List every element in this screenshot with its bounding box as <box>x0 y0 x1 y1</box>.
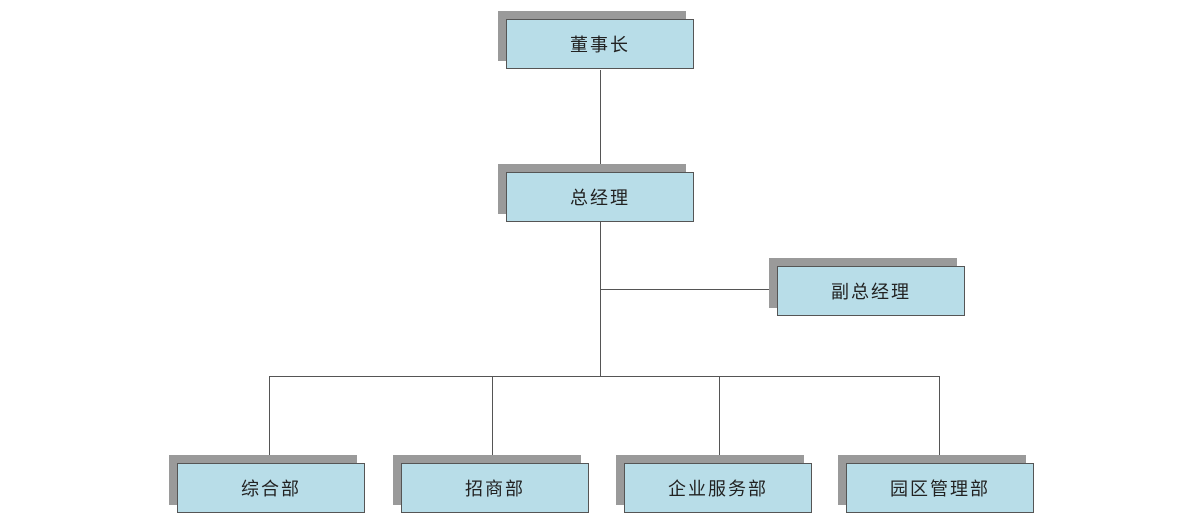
node-label: 总经理 <box>506 172 694 222</box>
node-label: 企业服务部 <box>624 463 812 513</box>
connector-to-park-management <box>939 376 940 463</box>
node-general-affairs-dept: 综合部 <box>169 455 365 513</box>
connector-to-general-affairs <box>269 376 270 463</box>
connector-departments-bus <box>269 376 940 377</box>
node-general-manager: 总经理 <box>498 164 694 222</box>
node-label: 招商部 <box>401 463 589 513</box>
node-investment-dept: 招商部 <box>393 455 589 513</box>
node-label: 副总经理 <box>777 266 965 316</box>
node-chairman: 董事长 <box>498 11 694 69</box>
connector-to-enterprise-services <box>719 376 720 463</box>
connector-to-deputy <box>600 289 778 290</box>
node-label: 园区管理部 <box>846 463 1034 513</box>
connector-gm-trunk <box>600 222 601 377</box>
node-enterprise-services-dept: 企业服务部 <box>616 455 812 513</box>
node-label: 综合部 <box>177 463 365 513</box>
connector-chairman-to-gm <box>600 70 601 173</box>
connector-to-investment <box>492 376 493 463</box>
node-label: 董事长 <box>506 19 694 69</box>
node-park-management-dept: 园区管理部 <box>838 455 1034 513</box>
node-deputy-general-manager: 副总经理 <box>769 258 965 316</box>
